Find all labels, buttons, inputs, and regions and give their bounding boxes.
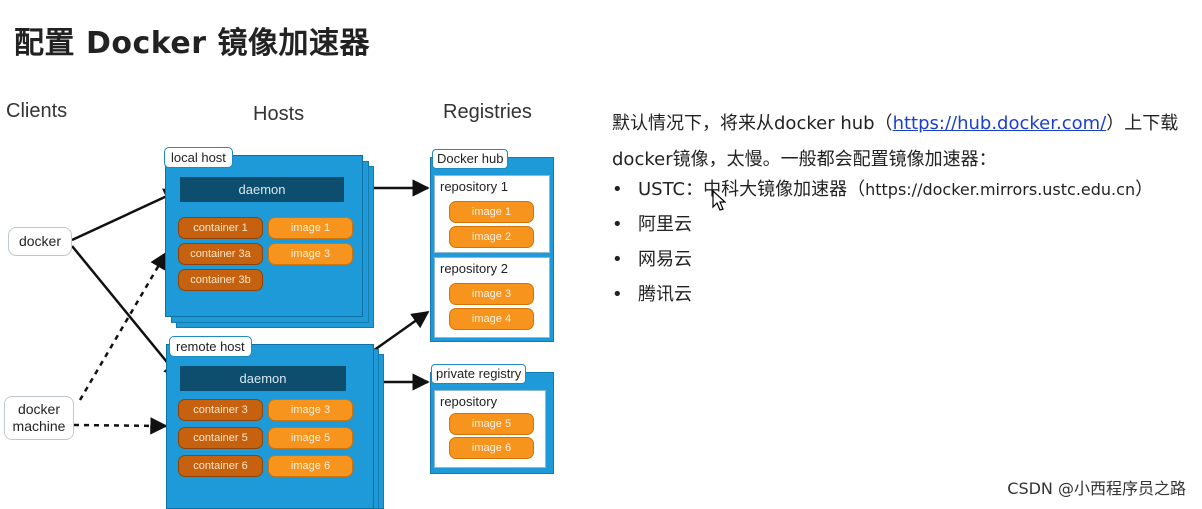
hub-repo2-image-4: image 4 (449, 308, 534, 330)
list-item: • USTC：中科大镜像加速器（ https://docker.mirrors.… (612, 172, 1153, 207)
list-item-text: 阿里云 (638, 214, 692, 235)
remote-container-3: container 3 (178, 399, 263, 421)
local-image-1: image 1 (268, 217, 353, 239)
list-item-text: 腾讯云 (638, 284, 692, 305)
private-image-5: image 5 (449, 413, 534, 435)
clients-heading: Clients (6, 100, 68, 122)
watermark: CSDN @小西程序员之路 (1007, 479, 1186, 498)
description: 默认情况下，将来从docker hub（https://hub.docker.c… (612, 106, 1192, 178)
bullet-icon: • (612, 249, 623, 270)
docker-machine-label-line2: machine (12, 418, 66, 434)
list-item: • 阿里云 (612, 207, 1153, 242)
bullet-icon: • (612, 214, 623, 235)
list-item: • 腾讯云 (612, 277, 1153, 312)
remote-host-label: remote host (169, 336, 252, 357)
hub-repo2-image-3: image 3 (449, 283, 534, 305)
repository-2-label: repository 2 (440, 261, 508, 276)
remote-container-6: container 6 (178, 455, 263, 477)
private-repository-label: repository (440, 394, 498, 409)
list-item-url: https://docker.mirrors.ustc.edu.cn (865, 180, 1136, 199)
local-daemon: daemon (180, 177, 344, 202)
mirror-list: • USTC：中科大镜像加速器（ https://docker.mirrors.… (612, 172, 1153, 312)
repository-1-label: repository 1 (440, 179, 508, 194)
list-item-text: 网易云 (638, 249, 692, 270)
description-line-1-post: ）上下载 (1106, 113, 1179, 134)
description-line-1-pre: 默认情况下，将来从docker hub（ (612, 113, 893, 134)
list-item-text: USTC：中科大镜像加速器（ (638, 179, 866, 200)
docker-hub-link[interactable]: https://hub.docker.com/ (892, 113, 1107, 134)
local-container-3b: container 3b (178, 269, 263, 291)
hub-repo1-image-2: image 2 (449, 226, 534, 248)
description-line-1: 默认情况下，将来从docker hub（https://hub.docker.c… (612, 106, 1192, 142)
docker-machine-client: docker machine (4, 396, 74, 440)
mouse-cursor-icon (712, 190, 726, 211)
docker-machine-label-line1: docker (17, 401, 61, 417)
hub-repo1-image-1: image 1 (449, 201, 534, 223)
remote-image-3: image 3 (268, 399, 353, 421)
private-image-6: image 6 (449, 437, 534, 459)
local-container-1: container 1 (178, 217, 263, 239)
docker-client-label: docker (18, 233, 62, 249)
remote-daemon: daemon (180, 366, 346, 391)
docker-client: docker (8, 227, 72, 256)
remote-image-6: image 6 (268, 455, 353, 477)
page-title: 配置 Docker 镜像加速器 (14, 26, 370, 61)
bullet-icon: • (612, 284, 623, 305)
remote-container-5: container 5 (178, 427, 263, 449)
local-host-label: local host (164, 147, 233, 168)
local-image-3: image 3 (268, 243, 353, 265)
list-item-tail: ） (1135, 179, 1154, 200)
remote-image-5: image 5 (268, 427, 353, 449)
local-container-3a: container 3a (178, 243, 263, 265)
private-registry-label: private registry (431, 364, 527, 384)
registries-heading: Registries (443, 101, 532, 123)
list-item: • 网易云 (612, 242, 1153, 277)
hosts-heading: Hosts (253, 103, 305, 125)
description-line-2: docker镜像，太慢。一般都会配置镜像加速器： (612, 149, 997, 170)
docker-hub-label: Docker hub (432, 149, 509, 169)
bullet-icon: • (612, 179, 623, 200)
